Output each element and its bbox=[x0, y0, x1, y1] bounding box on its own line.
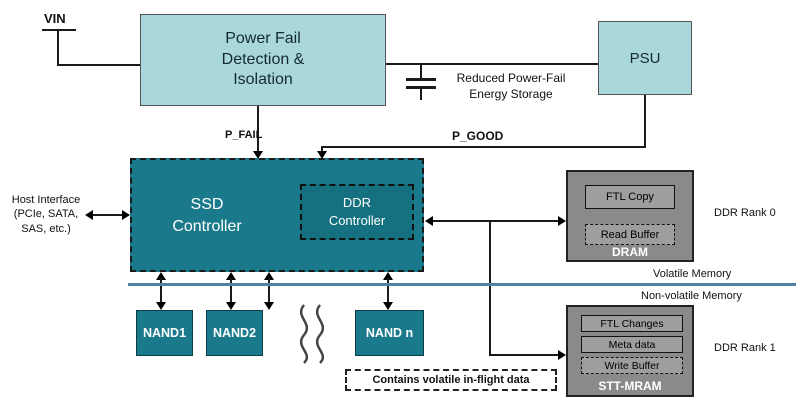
ssd-controller-label: SSD Controller bbox=[172, 196, 242, 236]
vin-wire-vertical bbox=[57, 30, 59, 66]
capacitor-plate-bottom bbox=[406, 86, 436, 89]
branch-arrowhead bbox=[558, 350, 566, 360]
nand-n-wire bbox=[387, 278, 389, 304]
ssd-controller-box: SSD Controller DDR Controller bbox=[130, 158, 424, 272]
capacitor-stem-bottom bbox=[420, 89, 422, 100]
nand1-arrowhead-down bbox=[156, 302, 166, 310]
host-interface-label: Host Interface (PCIe, SATA, SAS, etc.) bbox=[11, 194, 81, 235]
p-fail-wire bbox=[257, 106, 259, 153]
ssd-dram-arrowhead-right bbox=[558, 216, 566, 226]
dram-box: FTL Copy Read Buffer DRAM bbox=[566, 170, 694, 262]
host-interface-wire bbox=[92, 214, 126, 216]
power-fail-box: Power Fail Detection & Isolation bbox=[140, 14, 386, 106]
psu-box: PSU bbox=[598, 21, 692, 95]
nand-n-box: NAND n bbox=[355, 310, 424, 356]
p-good-wire-vertical bbox=[644, 95, 646, 148]
nand-n-arrowhead-down bbox=[383, 302, 393, 310]
capacitor-plate-top bbox=[406, 78, 436, 81]
dram-label: DRAM bbox=[612, 245, 648, 259]
host-arrowhead-left bbox=[85, 210, 93, 220]
host-arrowhead-right bbox=[122, 210, 130, 220]
write-buffer-box: Write Buffer bbox=[581, 357, 683, 374]
ddr-controller-box: DDR Controller bbox=[300, 184, 414, 240]
stt-mram-label: STT-MRAM bbox=[598, 379, 662, 393]
nand-n-arrowhead-up bbox=[383, 272, 393, 280]
nand2-arrowhead-up bbox=[226, 272, 236, 280]
capacitor-stem-top bbox=[420, 65, 422, 78]
note-box: Contains volatile in-flight data bbox=[345, 369, 557, 391]
branch-wire-horizontal bbox=[489, 354, 558, 356]
ddr-rank1-label: DDR Rank 1 bbox=[714, 342, 776, 354]
branch-wire-vertical bbox=[489, 221, 491, 356]
nand2-wire bbox=[230, 278, 232, 304]
nand1-wire bbox=[160, 278, 162, 304]
ssd-dram-arrowhead-left bbox=[425, 216, 433, 226]
read-buffer-box: Read Buffer bbox=[585, 224, 675, 245]
nand1-box: NAND1 bbox=[136, 310, 193, 356]
nand-break-icon bbox=[299, 304, 325, 364]
p-good-wire-horizontal bbox=[321, 146, 646, 148]
memory-divider bbox=[128, 283, 796, 286]
ftl-changes-box: FTL Changes bbox=[581, 315, 683, 332]
nand2-box: NAND2 bbox=[206, 310, 263, 356]
p-good-arrowhead bbox=[317, 151, 327, 159]
energy-storage-label: Reduced Power-Fail Energy Storage bbox=[456, 71, 566, 101]
p-fail-label: P_FAIL bbox=[225, 129, 263, 141]
vin-label: VIN bbox=[44, 11, 66, 26]
power-bus-line bbox=[386, 63, 598, 65]
ssd-dram-wire bbox=[432, 220, 560, 222]
volatile-memory-label: Volatile Memory bbox=[653, 268, 732, 280]
ddr-rank0-label: DDR Rank 0 bbox=[714, 207, 776, 219]
nand-extra-arrowhead-up bbox=[264, 272, 274, 280]
p-good-wire-drop bbox=[321, 146, 323, 153]
vin-underline bbox=[42, 29, 76, 31]
nand1-arrowhead-up bbox=[156, 272, 166, 280]
nand-extra-arrowhead-down bbox=[264, 302, 274, 310]
ftl-copy-box: FTL Copy bbox=[585, 185, 675, 209]
vin-wire-horizontal bbox=[57, 64, 140, 66]
meta-data-box: Meta data bbox=[581, 336, 683, 353]
p-good-label: P_GOOD bbox=[452, 129, 504, 143]
non-volatile-memory-label: Non-volatile Memory bbox=[641, 290, 742, 302]
p-fail-arrowhead bbox=[253, 151, 263, 159]
nand2-arrowhead-down bbox=[226, 302, 236, 310]
nand-extra-wire bbox=[268, 278, 270, 304]
stt-mram-box: FTL Changes Meta data Write Buffer STT-M… bbox=[566, 305, 694, 397]
